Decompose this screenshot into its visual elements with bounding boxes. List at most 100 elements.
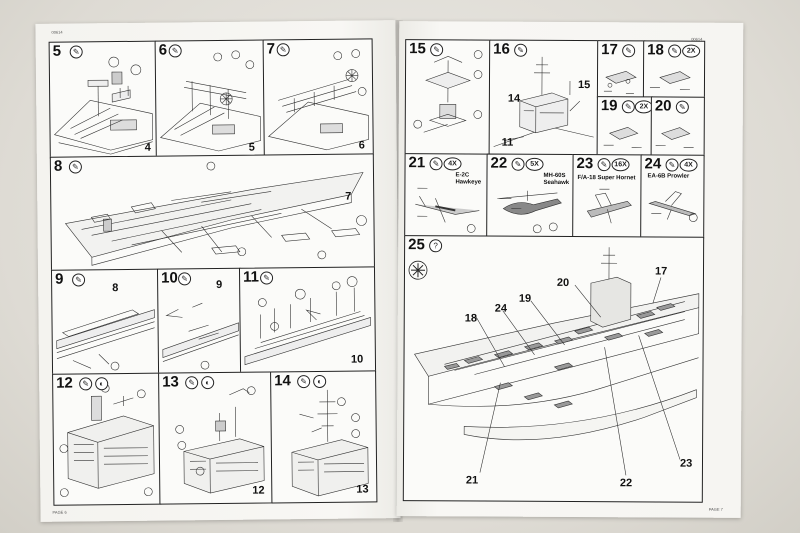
quantity-badge: 4X xyxy=(443,157,462,171)
step-11-drawing xyxy=(244,276,371,366)
step-12-drawing xyxy=(59,383,155,497)
step-number: 22 xyxy=(490,154,508,172)
aircraft-name: E-2C Hawkeye xyxy=(455,172,482,186)
step-11-panel: 11 ✎ 10 xyxy=(238,266,377,374)
glue-icon: ✎ xyxy=(597,158,611,172)
callout-label: 24 xyxy=(494,302,508,315)
callout-label: 20 xyxy=(556,276,570,289)
step-number: 23 xyxy=(576,155,594,173)
aircraft-name: F/A-18 Super Hornet xyxy=(577,175,636,182)
glue-icon: ✎ xyxy=(297,375,311,389)
glue-icon: ✎ xyxy=(668,44,682,58)
step-number: 13 xyxy=(162,373,179,391)
step-12-panel: 12 ✎ ◐ xyxy=(52,372,162,506)
callout-label: 15 xyxy=(577,79,591,92)
step-18-panel: 18 ✎ 2X xyxy=(642,40,706,99)
callout-label: 11 xyxy=(501,136,514,149)
callout-label: 14 xyxy=(507,92,521,105)
step-10-drawing xyxy=(162,302,239,370)
callout-label: 23 xyxy=(679,457,693,470)
glue-icon: ✎ xyxy=(68,160,82,174)
glue-icon: ✎ xyxy=(168,44,182,58)
step-22-panel: 22 ✎ 5X MH-60S Seahawk xyxy=(486,153,575,239)
step-9-drawing xyxy=(56,309,155,371)
step-25-panel: 25 ? 20 17 19 24 18 23 22 21 xyxy=(402,235,705,503)
callout-label: 12 xyxy=(252,484,265,497)
step-number: 25 xyxy=(408,236,425,254)
step-19-panel: 19 ✎ 2X xyxy=(596,96,653,157)
step-23-panel: 23 ✎ 16X F/A-18 Super Hornet xyxy=(572,154,643,239)
callout-label: 21 xyxy=(465,474,479,487)
page-code: 00614 xyxy=(51,29,63,35)
callout-label: 19 xyxy=(518,292,532,305)
paint-icon: ◐ xyxy=(95,377,109,391)
glue-icon: ✎ xyxy=(178,272,192,286)
step-number: 16 xyxy=(493,40,510,58)
step-number: 7 xyxy=(266,40,276,58)
quantity-badge: 4X xyxy=(679,158,698,172)
callout-label: 4 xyxy=(144,141,151,154)
step-number: 14 xyxy=(274,372,291,390)
quantity-badge: 5X xyxy=(525,157,544,171)
step-16-drawing xyxy=(493,56,594,147)
step-number: 9 xyxy=(54,270,64,288)
step-16-panel: 16 ✎ 14 15 11 xyxy=(488,39,600,157)
callout-label: 10 xyxy=(350,353,364,366)
glue-icon: ✎ xyxy=(665,158,679,172)
step-number: 8 xyxy=(53,157,63,175)
right-page: 00614 15 ✎ xyxy=(396,21,744,518)
callout-label: 18 xyxy=(464,312,478,325)
glue-icon: ✎ xyxy=(514,43,528,57)
step-8-panel: 8 ✎ 7 xyxy=(49,153,375,272)
glue-icon: ✎ xyxy=(622,44,636,58)
quantity-badge: 2X xyxy=(682,44,701,58)
step-21-drawing xyxy=(415,187,480,233)
glue-icon: ✎ xyxy=(79,377,93,391)
step-24-panel: 24 ✎ 4X EA-6B Prowler xyxy=(640,154,705,239)
page-footer: PAGE 6 xyxy=(52,509,67,515)
step-10-panel: 10 ✎ 9 xyxy=(156,267,243,375)
glue-icon: ✎ xyxy=(511,157,525,171)
step-number: 6 xyxy=(158,41,168,59)
step-number: 21 xyxy=(408,154,426,172)
step-15-panel: 15 ✎ xyxy=(404,39,492,156)
step-25-drawing xyxy=(408,247,700,476)
callout-label: 8 xyxy=(112,282,119,295)
step-number: 20 xyxy=(654,97,672,115)
step-17-drawing xyxy=(603,70,637,94)
callout-label: 6 xyxy=(358,139,365,152)
step-18-drawing xyxy=(649,71,691,90)
step-number: 18 xyxy=(647,41,664,59)
callout-label: 17 xyxy=(654,265,668,278)
glue-icon: ✎ xyxy=(69,45,83,59)
glue-icon: ✎ xyxy=(276,43,290,57)
step-number: 19 xyxy=(600,97,618,115)
step-19-drawing xyxy=(603,126,642,148)
callout-label: 9 xyxy=(216,278,223,292)
step-number: 24 xyxy=(644,155,662,173)
step-6-drawing xyxy=(159,50,261,152)
step-21-panel: 21 ✎ 4X E-2C Hawkeye xyxy=(404,153,489,238)
step-number: 12 xyxy=(56,374,73,392)
step-number: 5 xyxy=(52,42,62,60)
glue-icon: ✎ xyxy=(430,43,444,57)
step-number: 10 xyxy=(160,269,178,287)
step-5-drawing xyxy=(53,56,153,155)
glue-icon: ✎ xyxy=(72,273,86,287)
step-7-drawing xyxy=(267,49,369,151)
quantity-badge: 16X xyxy=(611,158,630,172)
glue-icon: ✎ xyxy=(675,100,689,114)
callout-label: 5 xyxy=(248,141,255,154)
info-icon: ? xyxy=(429,239,443,253)
left-page: 00614 5 ✎ 4 xyxy=(35,20,401,522)
step-number: 15 xyxy=(409,40,426,58)
glue-icon: ✎ xyxy=(429,157,443,171)
step-9-panel: 9 ✎ 8 xyxy=(50,268,161,376)
step-8-drawing xyxy=(64,161,367,266)
step-14-panel: 14 ✎ ◐ 13 xyxy=(270,370,378,504)
step-15-drawing xyxy=(413,50,483,133)
step-number: 17 xyxy=(601,41,618,59)
step-number: 11 xyxy=(242,268,260,286)
paint-icon: ◐ xyxy=(313,374,327,389)
